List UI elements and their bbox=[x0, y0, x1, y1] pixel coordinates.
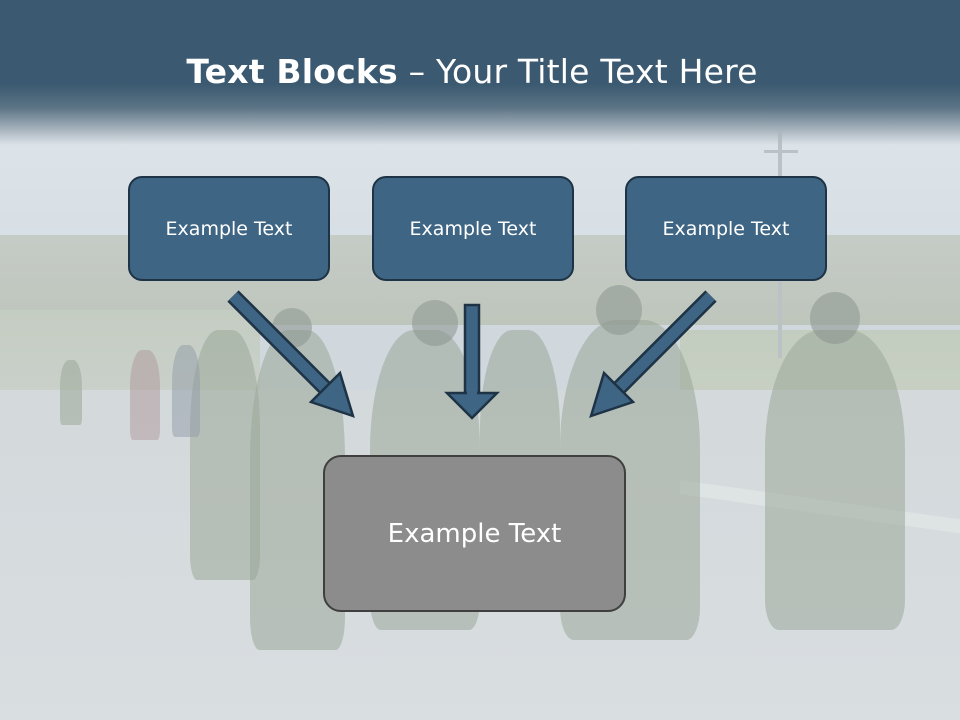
pedestrian-figure bbox=[130, 350, 160, 440]
text-block-3[interactable]: Example Text bbox=[625, 176, 827, 281]
text-block-3-label: Example Text bbox=[662, 217, 790, 240]
text-block-main[interactable]: Example Text bbox=[323, 455, 626, 612]
soldier-figure bbox=[765, 330, 905, 630]
text-block-2[interactable]: Example Text bbox=[372, 176, 574, 281]
pedestrian-figure bbox=[60, 360, 82, 425]
arrow-center bbox=[443, 303, 501, 420]
text-block-1[interactable]: Example Text bbox=[128, 176, 330, 281]
arrow-left bbox=[227, 290, 355, 418]
soldier-head bbox=[810, 292, 860, 344]
slide-title: Text Blocks – Your Title Text Here bbox=[0, 52, 944, 91]
utility-pole-crossbar bbox=[764, 150, 798, 153]
slide-title-rest: – Your Title Text Here bbox=[397, 52, 758, 91]
text-block-main-label: Example Text bbox=[387, 518, 562, 549]
slide-title-bold: Text Blocks bbox=[186, 52, 398, 91]
text-block-1-label: Example Text bbox=[165, 217, 293, 240]
soldier-head bbox=[596, 285, 642, 335]
soldier-figure bbox=[190, 330, 260, 580]
arrow-right bbox=[589, 290, 717, 418]
soldier-head bbox=[412, 300, 458, 346]
text-block-2-label: Example Text bbox=[409, 217, 537, 240]
title-band bbox=[0, 0, 960, 145]
pedestrian-figure bbox=[172, 345, 200, 437]
